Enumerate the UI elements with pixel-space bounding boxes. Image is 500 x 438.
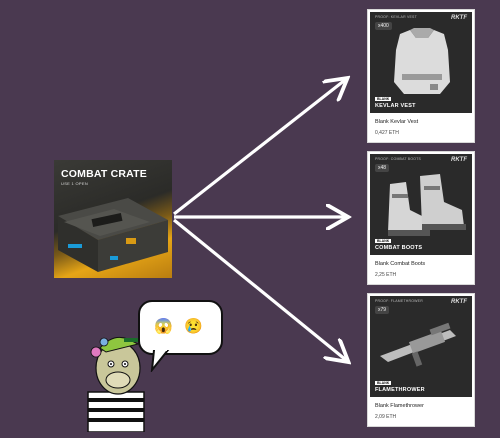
card-topline: PROOF: FLAMETHROWER xyxy=(375,299,423,303)
kevlar-vest-image xyxy=(394,28,450,94)
ape-avatar xyxy=(87,336,145,432)
brand-logo: RKTF xyxy=(451,299,467,305)
combat-boots-image xyxy=(388,174,466,236)
blank-tag: BLANK xyxy=(375,381,392,385)
card-name[interactable]: Blank Flamethrower xyxy=(375,403,424,409)
card-price: 2,09 ETH xyxy=(375,414,397,420)
crying-face-icon: 😢 xyxy=(184,318,203,335)
card-image-title: KEVLAR VEST xyxy=(375,103,416,109)
card-name[interactable]: Blank Kevlar Vest xyxy=(375,119,419,125)
brand-logo: RKTF xyxy=(451,157,467,163)
card-image-title: FLAMETHROWER xyxy=(375,387,425,393)
arrow-to-flamethrower xyxy=(172,218,346,360)
card-price: 0,427 ETH xyxy=(375,130,399,136)
combat-crate[interactable]: COMBAT CRATE USE 1 OPEN xyxy=(54,160,172,278)
crate-title: COMBAT CRATE xyxy=(61,168,148,180)
quantity-badge: x400 xyxy=(375,22,392,30)
card-price: 2,25 ETH xyxy=(375,272,397,278)
speech-bubble: 😱 😢 xyxy=(138,300,223,355)
flamethrower-image xyxy=(380,322,456,367)
card-flamethrower[interactable]: PROOF: FLAMETHROWER RKTF x79 BLANK FLAME… xyxy=(367,293,475,427)
crate-box-image xyxy=(58,198,168,272)
card-kevlar-vest[interactable]: PROOF: KEVLAR VEST RKTF x400 BLANK KEVLA… xyxy=(367,9,475,143)
quantity-badge: x79 xyxy=(375,306,390,314)
blank-tag: BLANK xyxy=(375,97,392,101)
crate-subtitle: USE 1 OPEN xyxy=(61,181,89,186)
card-image: PROOF: FLAMETHROWER RKTF x79 BLANK FLAME… xyxy=(370,296,472,397)
card-topline: PROOF: KEVLAR VEST xyxy=(375,15,417,19)
speech-bubble-tail xyxy=(150,350,170,372)
arrow-to-vest xyxy=(173,80,345,216)
card-image-title: COMBAT BOOTS xyxy=(375,245,423,251)
card-topline: PROOF: COMBAT BOOTS xyxy=(375,157,422,161)
card-image: PROOF: COMBAT BOOTS RKTF x48 BLANK COMBA… xyxy=(370,154,472,255)
card-combat-boots[interactable]: PROOF: COMBAT BOOTS RKTF x48 BLANK COMBA… xyxy=(367,151,475,285)
screaming-face-icon: 😱 xyxy=(154,318,173,335)
card-image: PROOF: KEVLAR VEST RKTF x400 BLANK KEVLA… xyxy=(370,12,472,113)
blank-tag: BLANK xyxy=(375,239,392,243)
quantity-badge: x48 xyxy=(375,164,390,172)
brand-logo: RKTF xyxy=(451,15,467,21)
card-name[interactable]: Blank Combat Boots xyxy=(375,261,426,267)
